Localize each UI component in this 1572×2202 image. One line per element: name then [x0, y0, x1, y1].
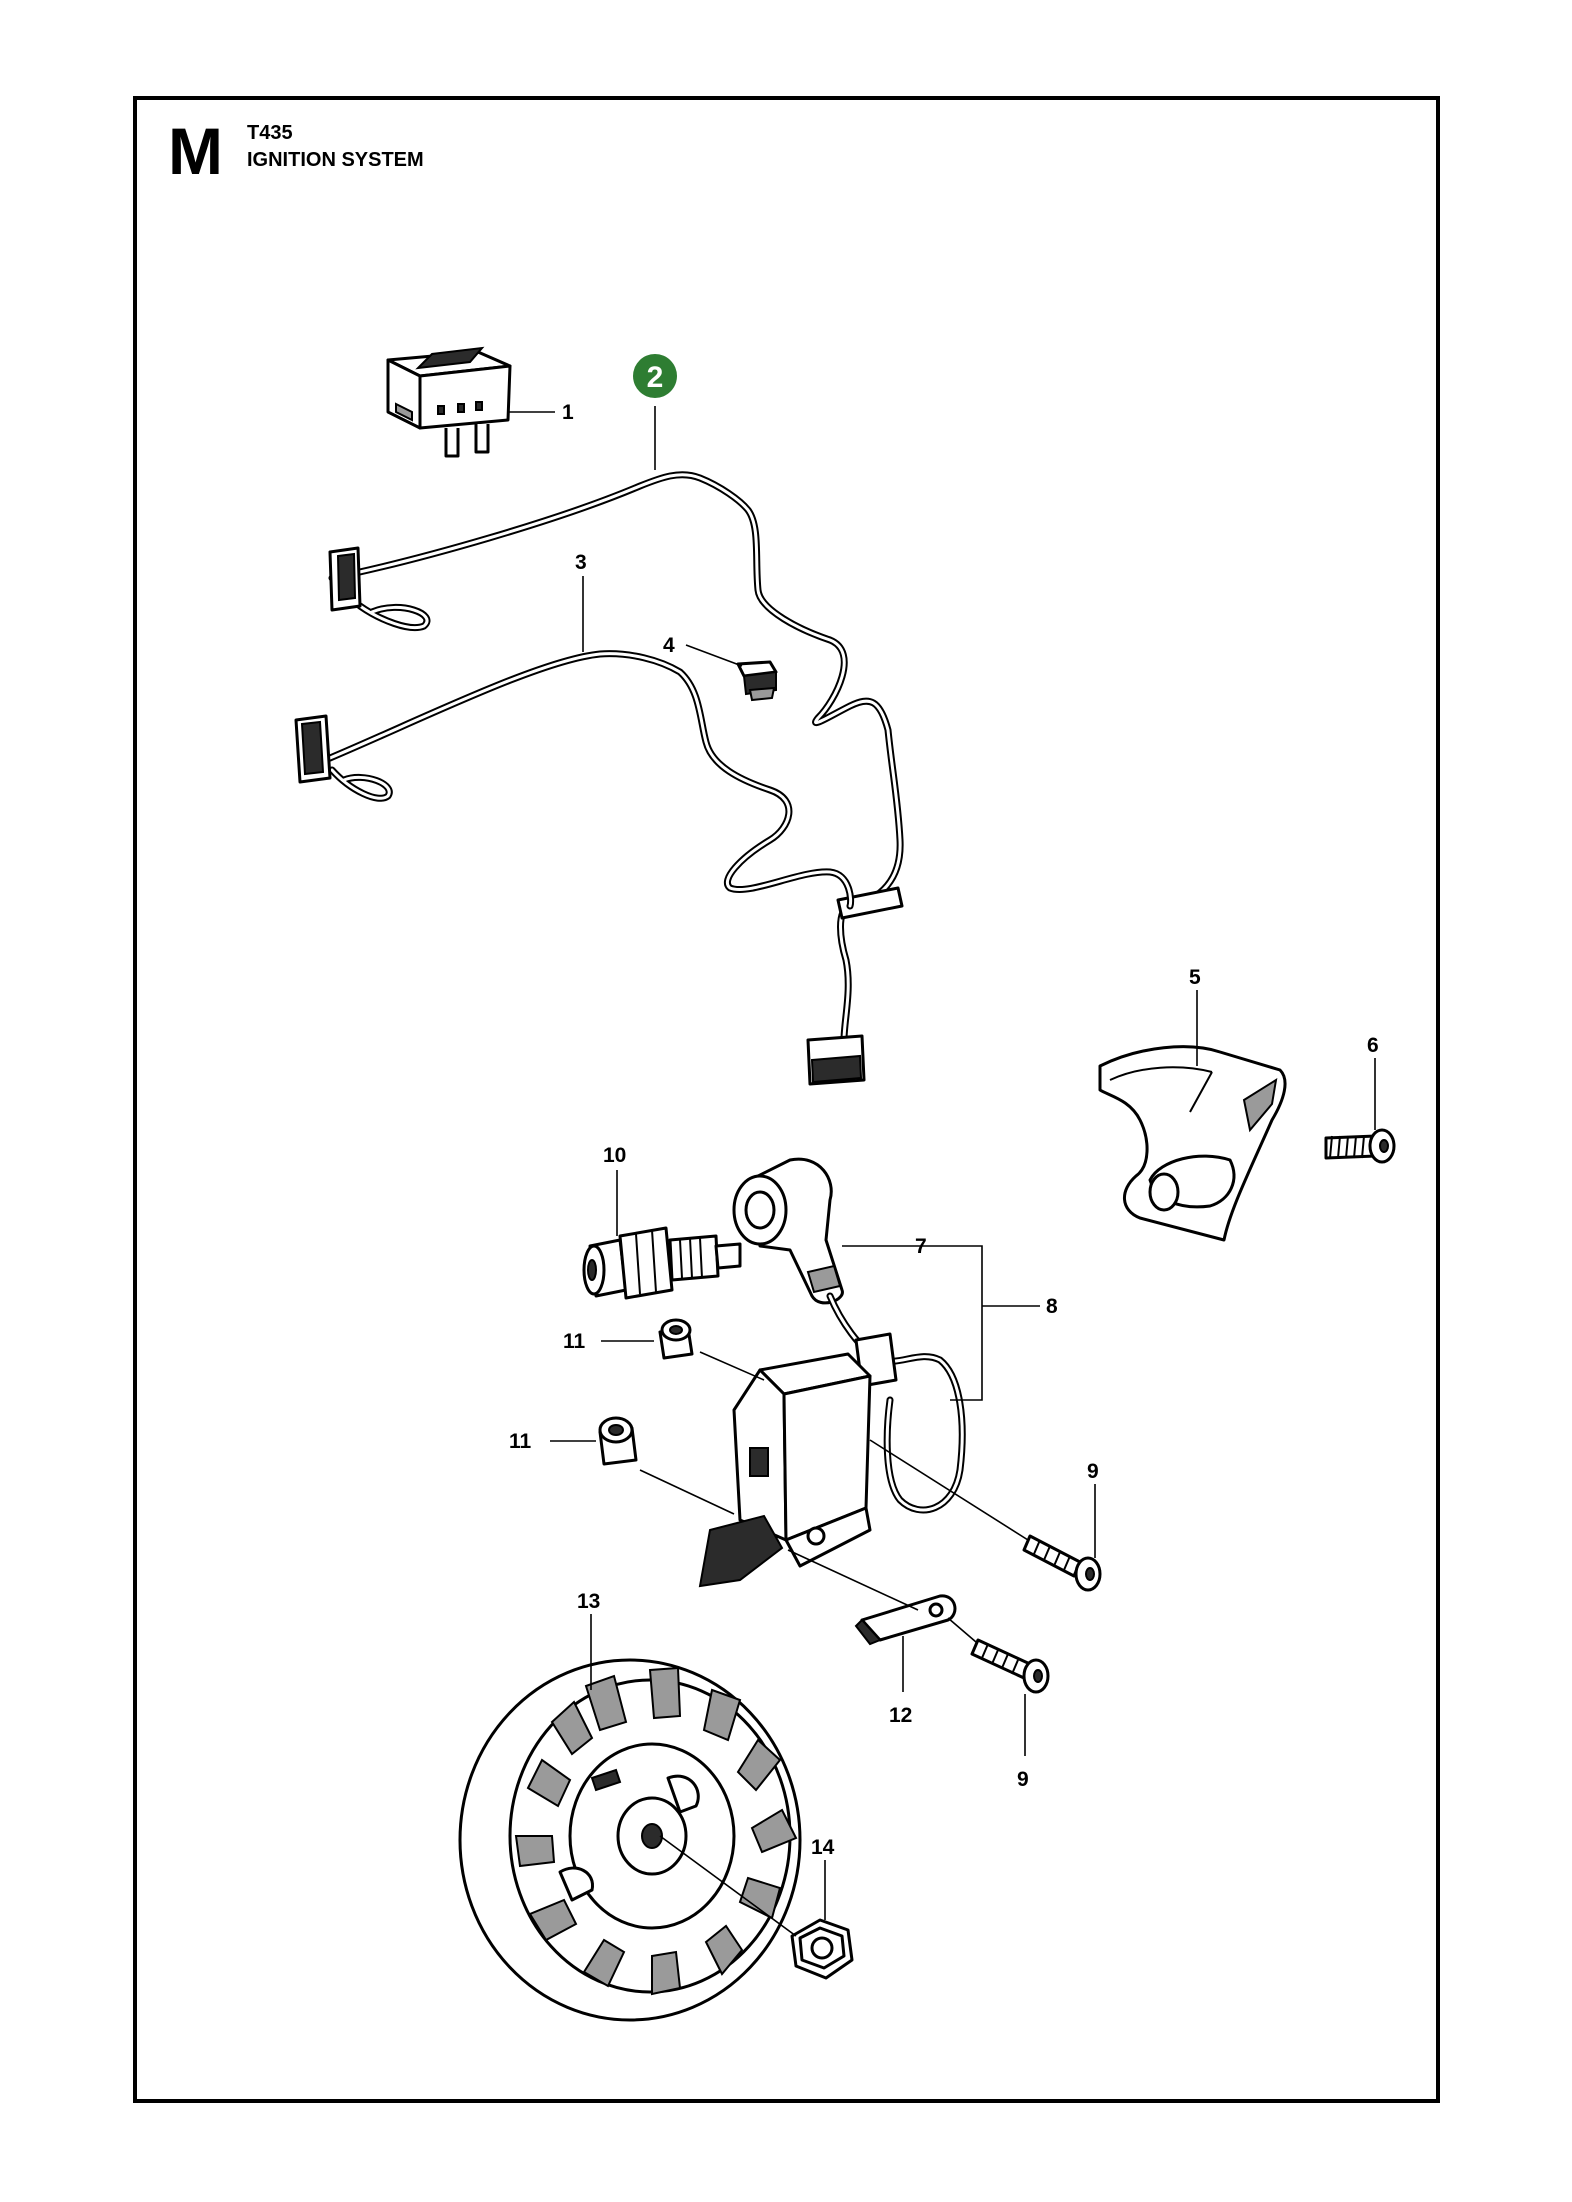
- spacer-icon[interactable]: [658, 1318, 694, 1360]
- ignition-coil-icon[interactable]: [698, 1292, 966, 1588]
- callout-1: 1: [562, 401, 574, 424]
- highlight-badge: [633, 354, 677, 398]
- callout-10: 10: [603, 1144, 626, 1167]
- wiring-harness-icon[interactable]: [294, 650, 855, 910]
- callout-7: 7: [915, 1235, 927, 1258]
- spacer-icon[interactable]: [598, 1416, 638, 1466]
- callout-5: 5: [1189, 966, 1201, 989]
- screw-icon[interactable]: [1022, 1534, 1102, 1592]
- callout-11-lower: 11: [509, 1430, 532, 1453]
- nut-icon[interactable]: [790, 1918, 854, 1980]
- screw-icon[interactable]: [970, 1638, 1050, 1694]
- callout-11-upper: 11: [563, 1330, 586, 1353]
- callout-13: 13: [577, 1590, 600, 1613]
- badge-label: 2: [647, 361, 664, 394]
- diagram-title: IGNITION SYSTEM: [247, 149, 424, 171]
- spark-plug-icon[interactable]: [582, 1226, 742, 1300]
- callout-6: 6: [1367, 1034, 1379, 1057]
- wiring-harness-icon[interactable]: [328, 471, 904, 1086]
- model-name: T435: [247, 122, 293, 144]
- callout-3: 3: [575, 551, 587, 574]
- callout-8: 8: [1046, 1295, 1058, 1318]
- callout-14: 14: [811, 1836, 835, 1859]
- rocker-switch-icon[interactable]: [386, 346, 512, 458]
- callout-9-lower: 9: [1017, 1768, 1029, 1791]
- section-letter: M: [168, 114, 223, 188]
- callout-4: 4: [663, 634, 675, 657]
- screw-icon[interactable]: [1324, 1128, 1396, 1164]
- callout-12: 12: [889, 1704, 912, 1727]
- spark-plug-cap-icon[interactable]: [732, 1157, 844, 1305]
- diagram-frame: [133, 96, 1440, 2103]
- ground-terminal-icon[interactable]: [854, 1594, 957, 1646]
- callout-9-upper: 9: [1087, 1460, 1099, 1483]
- cover-icon[interactable]: [1098, 1045, 1287, 1242]
- flywheel-icon[interactable]: [458, 1658, 802, 2022]
- cable-clip-icon[interactable]: [736, 660, 778, 702]
